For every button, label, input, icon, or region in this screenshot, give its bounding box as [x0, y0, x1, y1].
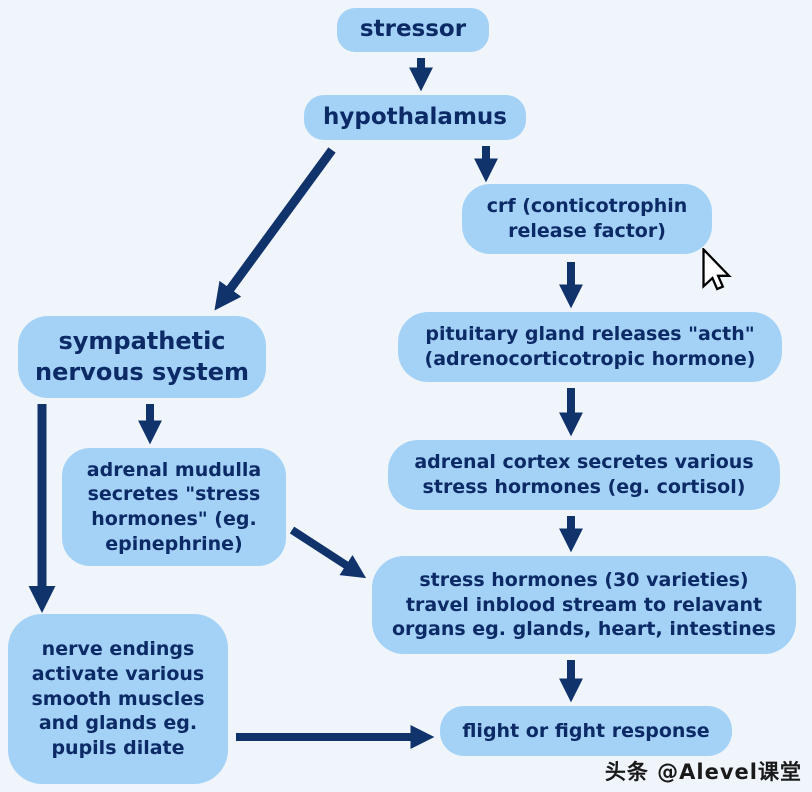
arrow-hypothalamus-to-sympathetic [214, 147, 336, 311]
node-sympathetic-nervous-system: sympathetic nervous system [18, 316, 266, 398]
mouse-cursor-icon [702, 248, 732, 291]
node-stressor: stressor [337, 8, 489, 52]
node-flight-or-fight-response: flight or fight response [440, 706, 732, 756]
arrow-adrenal-medulla-to-stress-hormones [289, 526, 367, 579]
node-adrenal-medulla: adrenal mudulla secretes "stress hormone… [62, 448, 286, 566]
node-adrenal-cortex: adrenal cortex secretes various stress h… [388, 440, 780, 510]
node-hypothalamus: hypothalamus [304, 95, 526, 140]
node-crf: crf (conticotrophin release factor) [462, 184, 712, 254]
node-nerve-endings: nerve endings activate various smooth mu… [8, 614, 228, 784]
node-pituitary-gland: pituitary gland releases "acth" (adrenoc… [398, 312, 782, 382]
watermark-text: 头条 @Alevel课堂 [604, 760, 802, 784]
node-stress-hormones: stress hormones (30 varieties) travel in… [372, 556, 796, 654]
